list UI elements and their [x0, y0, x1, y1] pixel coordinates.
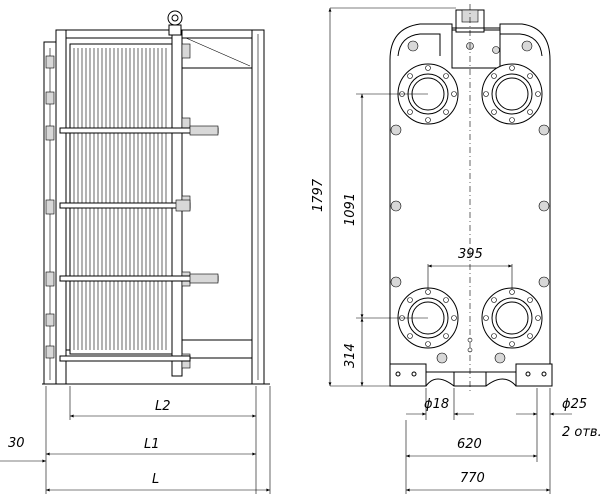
dim-hole-25: ϕ25 — [562, 397, 587, 412]
dim-l: L — [152, 472, 159, 487]
dim-hole-count: 2 отв. — [562, 425, 602, 440]
foot-left — [389, 363, 427, 387]
front-view: 1797 1091 314 395 ϕ18 ϕ25 — [311, 4, 602, 494]
tightening-bolts — [59, 125, 219, 362]
dim-1797: 1797 — [311, 178, 326, 212]
dim-l2: L2 — [155, 399, 171, 414]
flange-top-right — [481, 63, 543, 125]
dim-620: 620 — [457, 437, 482, 452]
dim-gap-30: 30 — [8, 436, 25, 451]
dim-1091: 1091 — [343, 193, 358, 226]
front-dimensions: 1797 1091 314 395 ϕ18 ϕ25 — [311, 7, 602, 494]
flange-bottom-right — [481, 287, 543, 349]
side-dimensions: L2 L1 L 30 — [0, 386, 271, 494]
dim-314: 314 — [343, 343, 358, 368]
tie-bolts — [390, 40, 550, 364]
dim-hole-18: ϕ18 — [424, 397, 449, 412]
dim-l1: L1 — [144, 437, 160, 452]
side-view: L2 L1 L 30 — [0, 10, 271, 494]
dim-395: 395 — [458, 247, 483, 262]
plate-pack — [69, 43, 173, 355]
foot-right — [515, 363, 553, 387]
dim-770: 770 — [460, 471, 485, 486]
